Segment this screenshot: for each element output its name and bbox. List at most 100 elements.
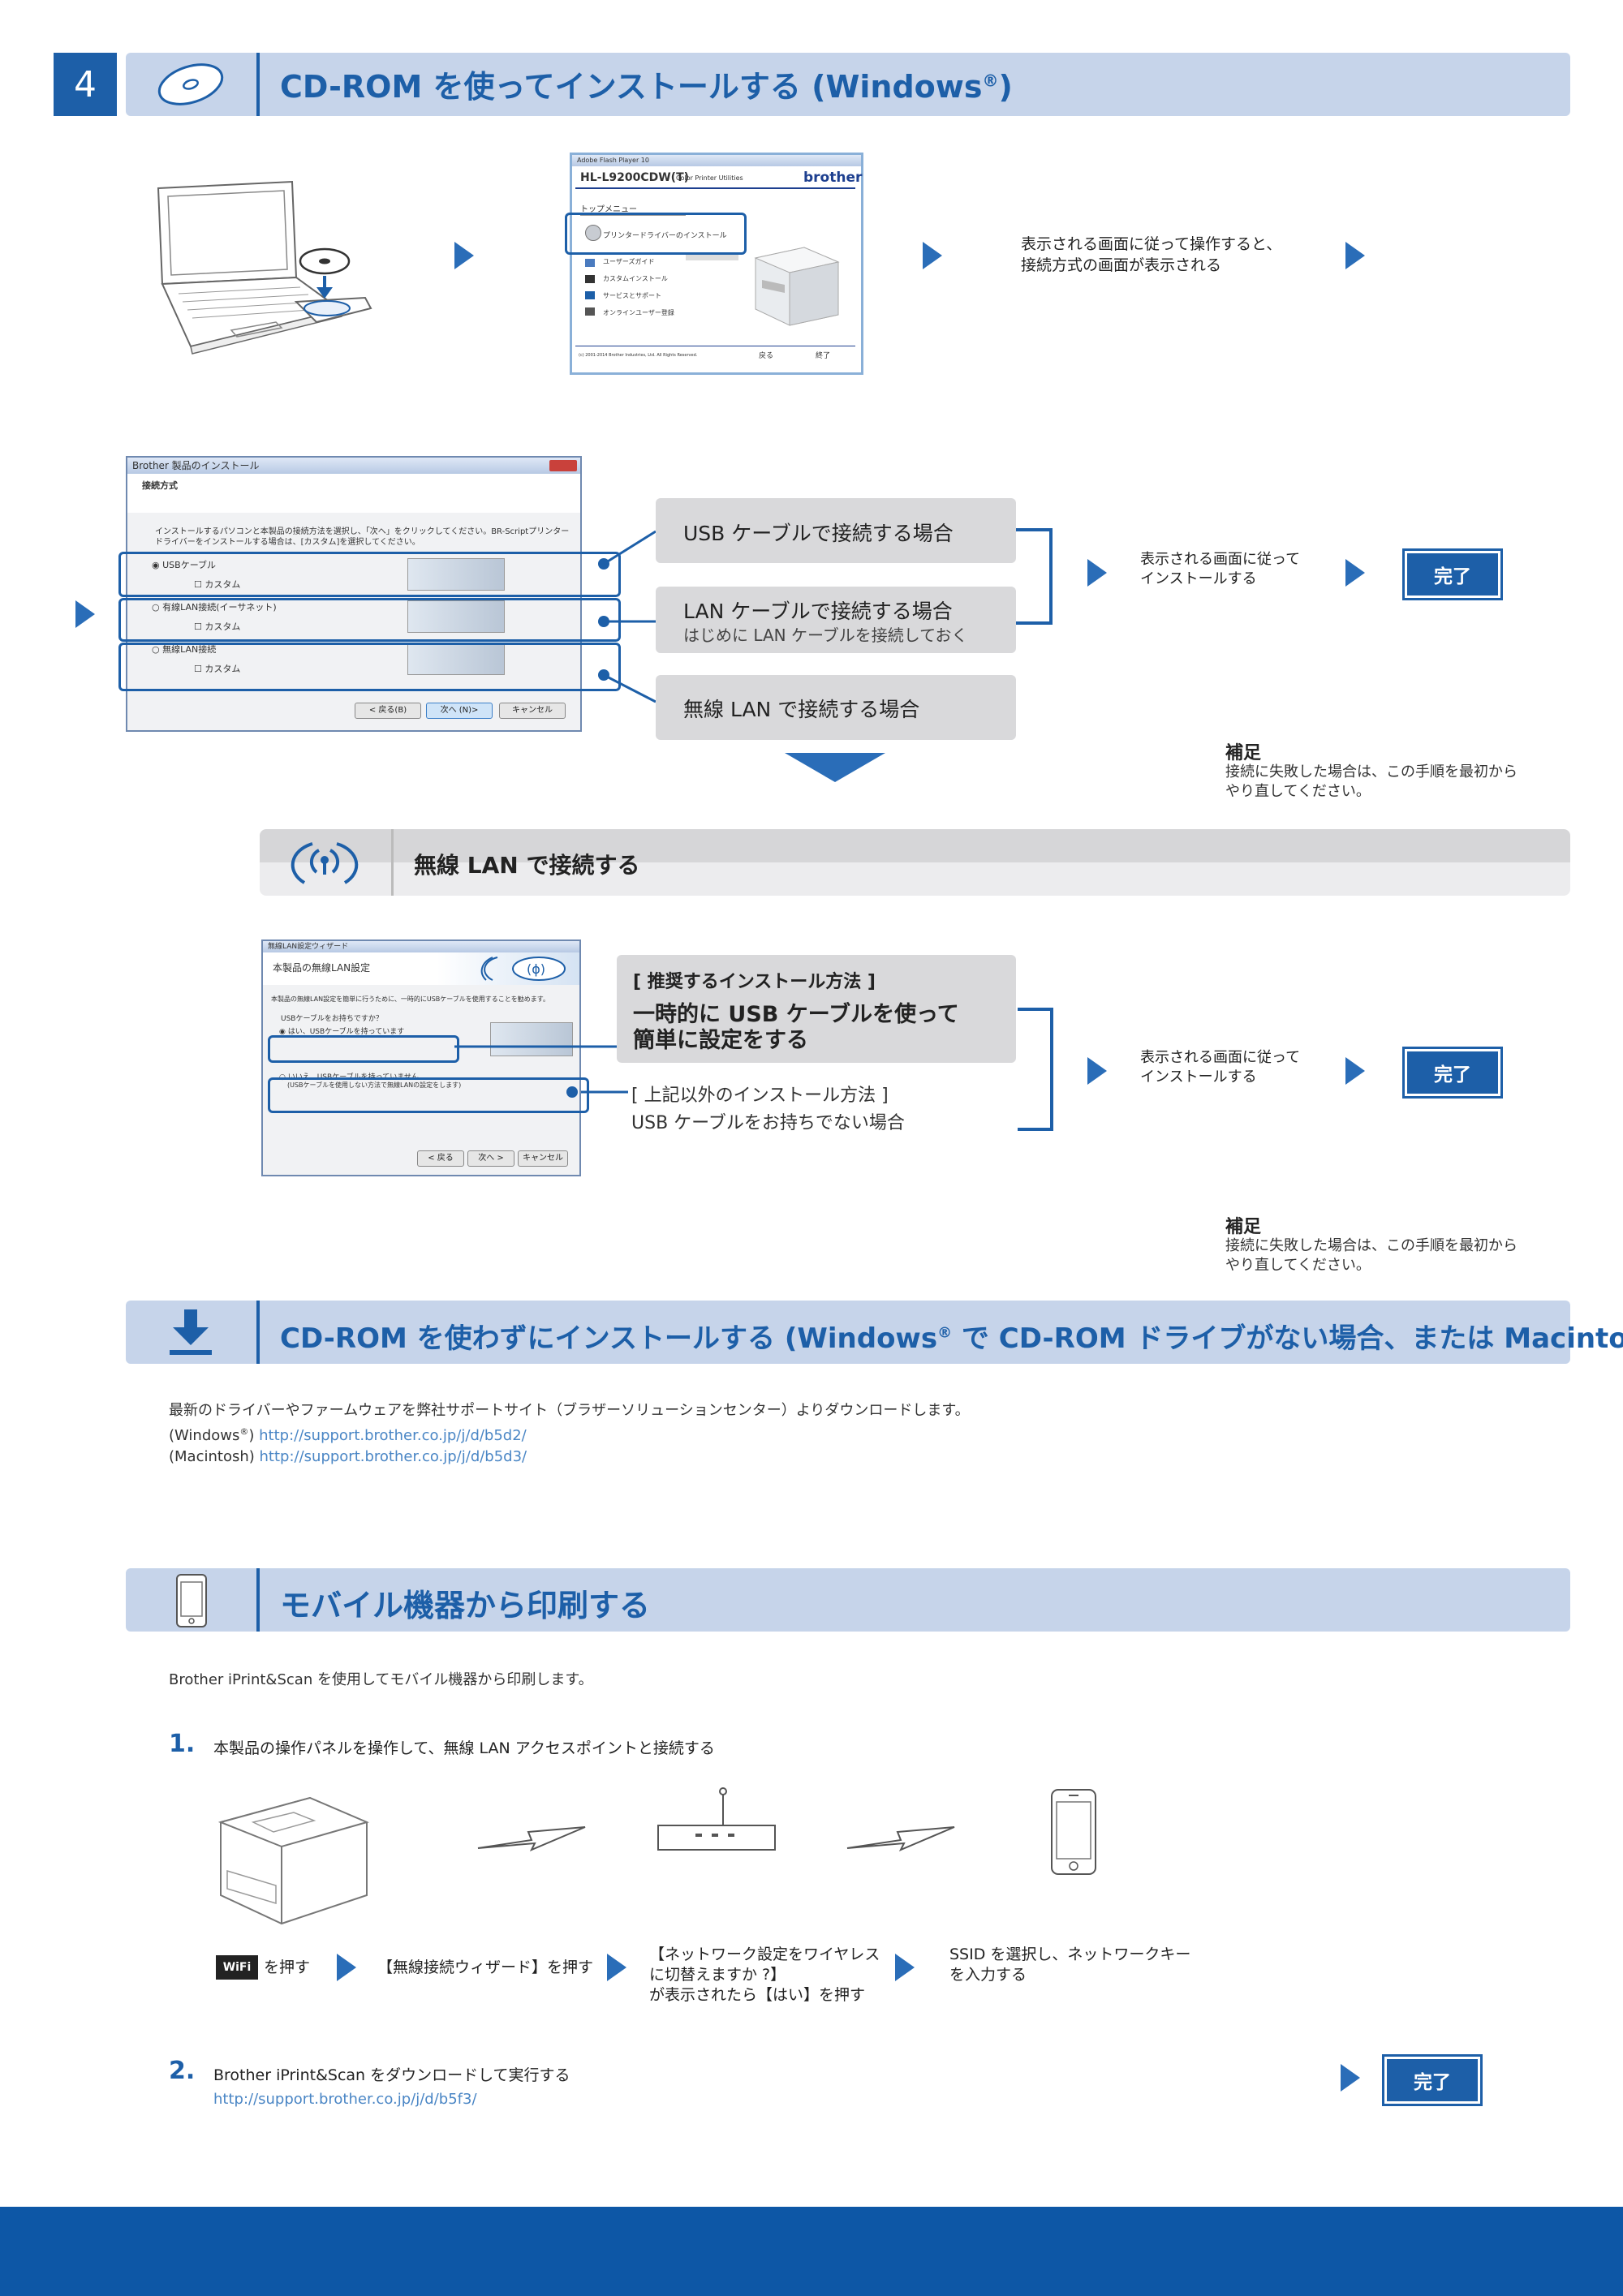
usb-no-highlight bbox=[268, 1077, 589, 1113]
section3-intro: Brother iPrint&Scan を使用してモバイル機器から印刷します。 bbox=[169, 1671, 593, 1688]
flow-arrow bbox=[923, 242, 942, 269]
flow-ssid-text: SSID を選択し、ネットワークキーを入力する bbox=[949, 1946, 1191, 1984]
lightning-icon bbox=[846, 1826, 955, 1851]
brand-logo: brother bbox=[803, 170, 863, 186]
wifi-logo-icon: (ϕ) bbox=[480, 957, 566, 981]
close-icon[interactable] bbox=[549, 460, 577, 471]
note-text: 接続に失敗した場合は、この手順を最初からやり直してください。 bbox=[1225, 763, 1518, 800]
flow-wizard-text: 【無線接続ウィザード】を押す bbox=[377, 1958, 594, 1976]
wifi-option-highlight bbox=[118, 643, 621, 691]
menu-item-user-guide[interactable]: ユーザーズガイド bbox=[603, 258, 655, 265]
step1-text: 本製品の操作パネルを操作して、無線 LAN アクセスポイントと接続する bbox=[213, 1739, 715, 1757]
follow-text: 表示される画面に従ってインストールする bbox=[1140, 1049, 1301, 1086]
section3-divider bbox=[256, 1568, 260, 1632]
step-text-1: 表示される画面に従って操作すると、接続方式の画面が表示される bbox=[1021, 235, 1282, 274]
menu-model: HL-L9200CDW(T) bbox=[580, 171, 690, 184]
recommend-lines bbox=[454, 1008, 1053, 1131]
lan-connection-label: LAN ケーブルで接続する場合 bbox=[683, 600, 953, 623]
flow-arrow bbox=[895, 1954, 915, 1981]
done-button: 完了 bbox=[1402, 1047, 1503, 1099]
recommend-label: [ 推奨するインストール方法 ] bbox=[633, 972, 876, 992]
radio-usb[interactable]: ◉ USBケーブル bbox=[152, 560, 217, 570]
printer-image bbox=[754, 247, 840, 326]
connector-lines bbox=[603, 528, 1053, 703]
menu-quit-button[interactable]: 終了 bbox=[816, 352, 831, 360]
recommend-line2: 簡単に設定をする bbox=[633, 1028, 808, 1053]
install-window: Brother 製品のインストール 接続方式 インストールするパソコンと本製品の… bbox=[126, 456, 582, 732]
flow-arrow bbox=[1345, 559, 1365, 587]
mac-download-link[interactable]: http://support.brother.co.jp/j/d/b5d3/ bbox=[259, 1448, 527, 1465]
wlan-cancel-button[interactable]: キャンセル bbox=[518, 1150, 568, 1167]
laptop-cd-icon bbox=[157, 180, 372, 355]
note-heading: 補足 bbox=[1225, 1217, 1262, 1237]
router-icon bbox=[657, 1787, 776, 1851]
next-button[interactable]: 次へ (N)> bbox=[426, 703, 493, 719]
wlan-window: 無線LAN設定ウィザード 本製品の無線LAN設定 (ϕ) 本製品の無線LAN設定… bbox=[261, 939, 581, 1176]
wireless-connection-label: 無線 LAN で接続する場合 bbox=[683, 698, 920, 721]
section1-band bbox=[126, 53, 1570, 116]
usb-connection-image bbox=[407, 558, 505, 591]
windows-download-link[interactable]: http://support.brother.co.jp/j/d/b5d2/ bbox=[259, 1427, 527, 1444]
section1-title: CD-ROM を使ってインストールする (Windows®) bbox=[280, 69, 1013, 105]
wireless-connection-box bbox=[656, 675, 1016, 740]
menu-item-support[interactable]: サービスとサポート bbox=[603, 292, 661, 299]
svg-text:(ϕ): (ϕ) bbox=[527, 961, 545, 977]
connector-dot bbox=[566, 1086, 578, 1098]
lan-connection-sublabel: はじめに LAN ケーブルを接続しておく bbox=[683, 626, 968, 645]
wifi-connection-image bbox=[407, 643, 505, 675]
flow-arrow bbox=[454, 242, 474, 269]
done-button: 完了 bbox=[1382, 2054, 1483, 2106]
printer-icon bbox=[217, 1796, 369, 1925]
checkbox-custom-usb[interactable]: ☐ カスタム bbox=[194, 579, 241, 590]
usb-connection-box bbox=[656, 498, 1016, 563]
flow-arrow bbox=[607, 1954, 626, 1981]
step2-number: 2. bbox=[169, 2057, 196, 2085]
flow-press-text: を押す bbox=[264, 1958, 311, 1976]
menu-item-custom-install[interactable]: カスタムインストール bbox=[603, 275, 668, 282]
wifi-badge: WiFi bbox=[216, 1955, 258, 1980]
section2-divider bbox=[256, 1301, 260, 1364]
disc-icon bbox=[585, 225, 601, 241]
cancel-button[interactable]: キャンセル bbox=[499, 703, 566, 719]
flow-arrow bbox=[1345, 1057, 1365, 1085]
done-button: 完了 bbox=[1402, 548, 1503, 600]
usb-cable-image bbox=[490, 1022, 573, 1056]
checkbox-custom-wifi[interactable]: ☐ カスタム bbox=[194, 664, 241, 674]
download-icon bbox=[170, 1309, 212, 1355]
section3-title: モバイル機器から印刷する bbox=[280, 1588, 651, 1623]
radio-usb-yes[interactable]: ◉ はい、USBケーブルを持っています bbox=[279, 1028, 405, 1036]
wireless-title: 無線 LAN で接続する bbox=[414, 852, 640, 879]
usb-yes-highlight bbox=[268, 1035, 459, 1063]
checkbox-custom-lan[interactable]: ☐ カスタム bbox=[194, 621, 241, 632]
lan-option-highlight bbox=[118, 598, 621, 642]
wireless-divider bbox=[391, 829, 394, 896]
iprint-download-link[interactable]: http://support.brother.co.jp/j/d/b5f3/ bbox=[213, 2091, 477, 2108]
wlan-back-button[interactable]: < 戻る bbox=[417, 1150, 464, 1167]
usb-option-highlight bbox=[118, 552, 621, 597]
footer-bar bbox=[0, 2207, 1623, 2296]
flow-arrow bbox=[1341, 2064, 1360, 2092]
radio-wireless-lan[interactable]: ○ 無線LAN接続 bbox=[152, 644, 217, 655]
flow-arrow bbox=[75, 600, 95, 628]
section1-divider bbox=[256, 53, 260, 116]
wlan-next-button[interactable]: 次へ > bbox=[467, 1150, 514, 1167]
lightning-icon bbox=[477, 1826, 586, 1851]
menu-back-button[interactable]: 戻る bbox=[759, 352, 774, 360]
lan-connection-image bbox=[407, 600, 505, 633]
recommend-box bbox=[617, 955, 1016, 1063]
follow-text: 表示される画面に従ってインストールする bbox=[1140, 551, 1301, 587]
flow-arrow bbox=[337, 1954, 356, 1981]
menu-window: Adobe Flash Player 10 HL-L9200CDW(T) Col… bbox=[570, 153, 863, 375]
flow-arrow bbox=[1087, 1057, 1107, 1085]
section3-band bbox=[126, 1568, 1570, 1632]
smartphone-icon bbox=[176, 1574, 207, 1627]
back-button[interactable]: < 戻る(B) bbox=[355, 703, 421, 719]
menu-item-driver-install[interactable]: プリンタードライバーのインストール bbox=[603, 232, 727, 240]
note-heading: 補足 bbox=[1225, 743, 1262, 763]
wireless-band bbox=[260, 829, 1570, 896]
menu-item-registration[interactable]: オンラインユーザー登録 bbox=[603, 309, 674, 316]
flow-arrow bbox=[1087, 559, 1107, 587]
wifi-icon bbox=[291, 842, 359, 884]
smartphone-icon bbox=[1051, 1789, 1096, 1875]
radio-wired-lan[interactable]: ○ 有線LAN接続(イーサネット) bbox=[152, 602, 277, 613]
